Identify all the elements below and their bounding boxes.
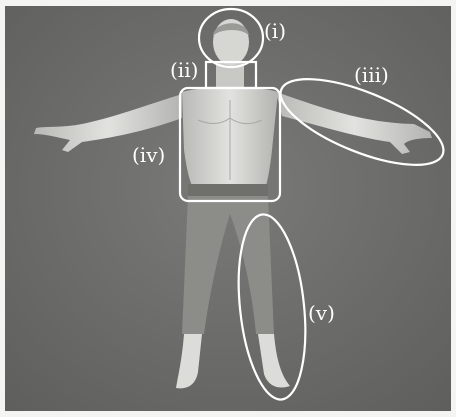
- region-label-arm: (iii): [354, 63, 389, 87]
- region-label-torso: (iv): [132, 143, 166, 167]
- region-label-leg: (v): [308, 301, 335, 325]
- region-outline-torso: [178, 86, 282, 203]
- region-label-neck: (ii): [170, 58, 199, 82]
- human-model: [34, 19, 432, 389]
- region-outline-arm: [279, 78, 445, 166]
- right-arm: [276, 92, 432, 154]
- region-outline-leg: [237, 213, 307, 401]
- right-foot: [258, 334, 290, 388]
- region-outline-head: [197, 7, 265, 69]
- annotation-shapes: [178, 7, 445, 401]
- pants-shape: [182, 196, 274, 334]
- left-arm: [34, 94, 182, 152]
- hair-shape: [213, 23, 249, 36]
- region-label-head: (i): [264, 19, 287, 43]
- pec-line: [197, 117, 263, 125]
- left-foot: [176, 334, 202, 389]
- waistband: [188, 184, 268, 196]
